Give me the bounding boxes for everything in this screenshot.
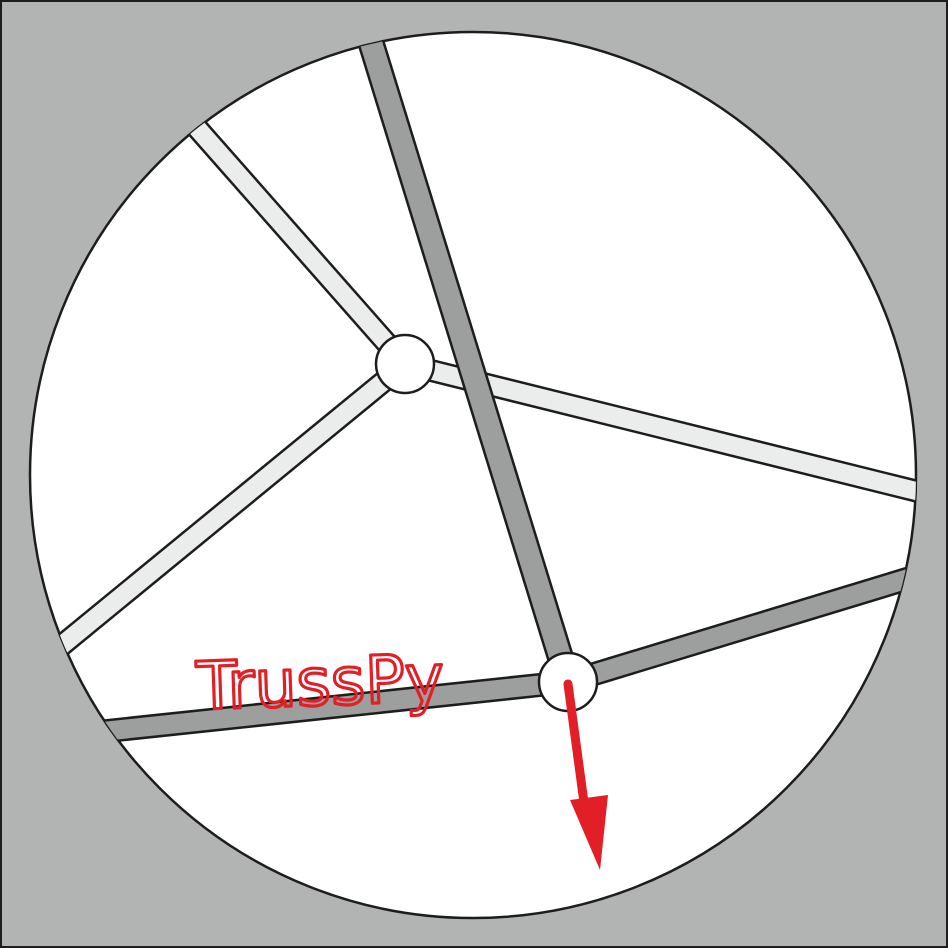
truss-member-light-right <box>402 355 916 506</box>
truss-member-light-upper <box>183 114 412 370</box>
hinge-node-icon <box>374 333 436 395</box>
logo-disk <box>28 30 918 920</box>
truss-members <box>42 32 916 748</box>
truss-member-dark-right <box>565 562 916 692</box>
force-arrow-icon <box>563 679 608 870</box>
truss-member-light-lower <box>44 357 411 662</box>
truss-member-dark-left <box>58 672 570 746</box>
logo-wordmark: TrussPy <box>194 640 445 726</box>
truss-member-dark-diagonal <box>353 32 579 686</box>
